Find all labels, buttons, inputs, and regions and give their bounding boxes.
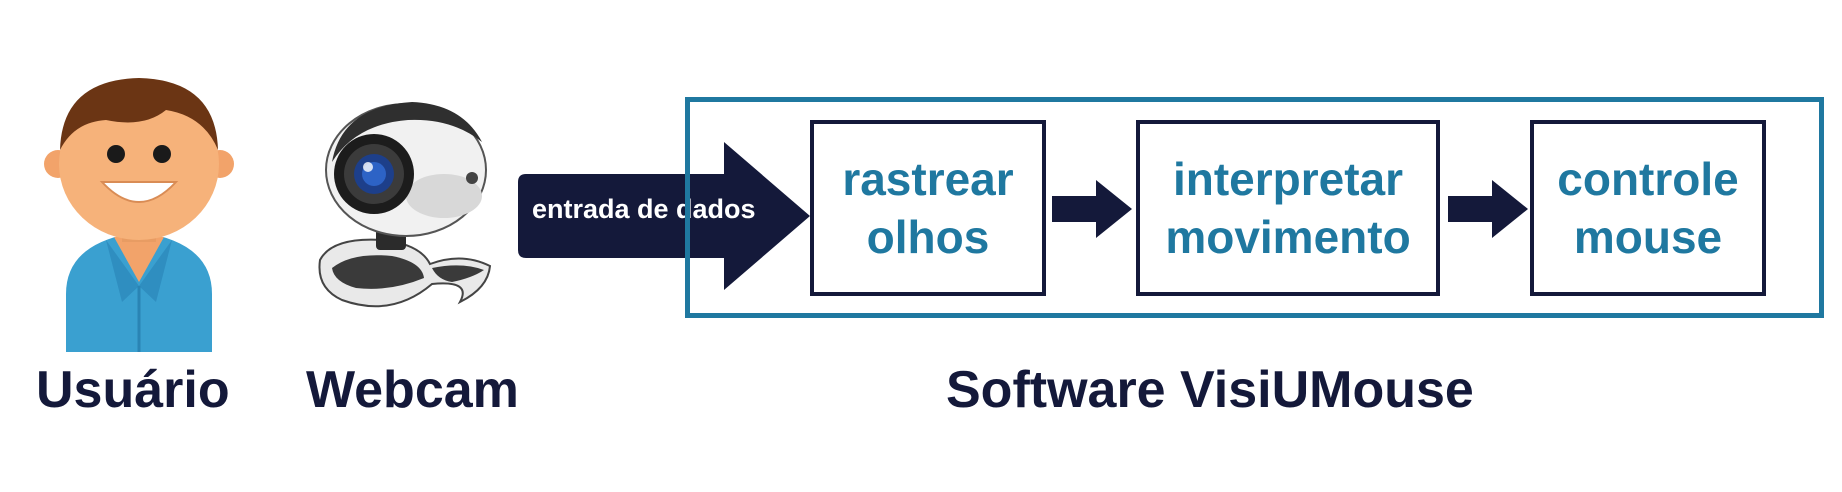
user-avatar-icon (44, 78, 234, 352)
step-interpret-movement-line1: interpretar (1172, 153, 1404, 205)
software-frame (685, 97, 1824, 318)
webcam-label: Webcam (306, 361, 519, 419)
step-track-eyes-line2: olhos (866, 211, 990, 263)
step-mouse-control-line1: controle (1557, 153, 1739, 205)
software-label: Software VisiUMouse (946, 361, 1474, 419)
step-interpret-movement-line2: movimento (1165, 211, 1411, 263)
step-interpret-movement: interpretar movimento (1136, 120, 1440, 296)
step-track-eyes-line1: rastrear (842, 153, 1014, 205)
webcam-icon (318, 102, 492, 308)
step-track-eyes: rastrear olhos (810, 120, 1046, 296)
data-input-arrow (518, 142, 810, 290)
user-label: Usuário (36, 361, 230, 419)
step-mouse-control: controle mouse (1530, 120, 1766, 296)
step-mouse-control-line2: mouse (1573, 211, 1723, 263)
arrow-right-icon (1448, 180, 1528, 238)
data-input-label: entrada de dados (532, 194, 756, 224)
arrow-right-icon (1052, 180, 1132, 238)
